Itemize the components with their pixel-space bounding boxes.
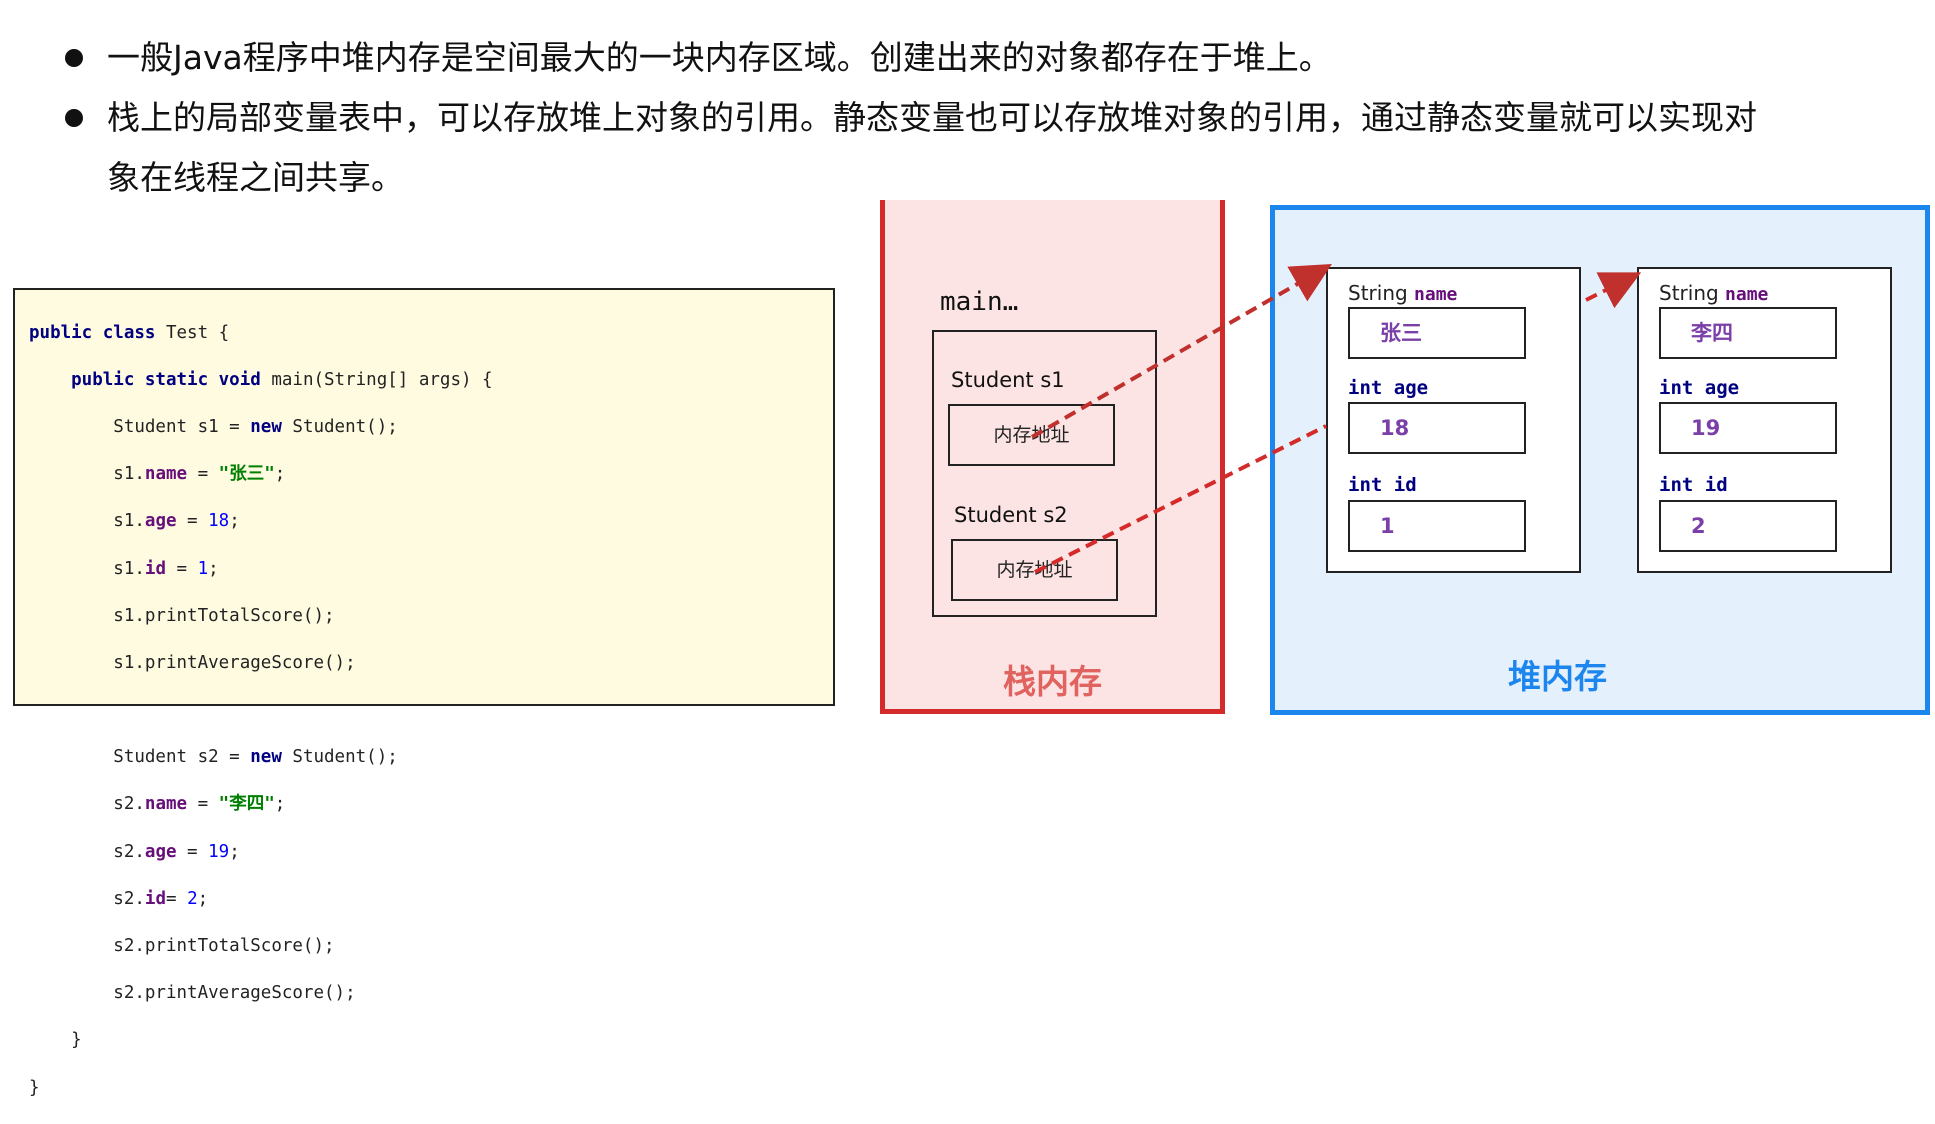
stack-frame-label: main… xyxy=(940,287,1019,317)
field-label-age: int age xyxy=(1659,377,1740,399)
field-value-id: 1 xyxy=(1348,500,1526,552)
bullet-item: 栈上的局部变量表中，可以存放堆上对象的引用。静态变量也可以存放堆对象的引用，通过… xyxy=(55,88,1767,208)
heap-memory-title: 堆内存 xyxy=(1508,657,1607,696)
code-line: s1.age = 18; xyxy=(29,511,240,532)
field-value-name: 李四 xyxy=(1659,307,1837,359)
code-line: s2.printTotalScore(); xyxy=(29,936,335,957)
code-line: s1.id = 1; xyxy=(29,558,219,579)
heap-object-s2: String name 李四 int age 19 int id 2 xyxy=(1637,267,1892,573)
code-line: s2.name = "李四"; xyxy=(29,794,286,815)
bullet-dot-icon xyxy=(65,109,83,127)
field-value-name: 张三 xyxy=(1348,307,1526,359)
code-line: } xyxy=(29,1077,40,1098)
code-line: public class Test { xyxy=(29,322,230,343)
code-panel: public class Test { public static void m… xyxy=(13,288,835,1098)
arrow-s1-to-object xyxy=(1031,264,1332,439)
code-line: s1.printAverageScore(); xyxy=(29,652,356,673)
reference-arrows xyxy=(1031,264,1642,574)
arrow-object-to-object xyxy=(1585,272,1642,309)
code-line: } xyxy=(29,1030,82,1051)
field-value-age: 19 xyxy=(1659,402,1837,454)
code-line: s1.printTotalScore(); xyxy=(29,605,335,626)
code-line: s2.printAverageScore(); xyxy=(29,983,356,1004)
bullet-dot-icon xyxy=(65,49,83,67)
field-label-id: int id xyxy=(1348,474,1417,496)
code-line: s2.id= 2; xyxy=(29,888,209,909)
code-line: Student s1 = new Student(); xyxy=(29,416,398,437)
bullet-text: 栈上的局部变量表中，可以存放堆上对象的引用。静态变量也可以存放堆对象的引用，通过… xyxy=(107,98,1757,197)
field-value-age: 18 xyxy=(1348,402,1526,454)
description-bullets: 一般Java程序中堆内存是空间最大的一块内存区域。创建出来的对象都存在于堆上。 … xyxy=(55,28,1855,208)
field-value-id: 2 xyxy=(1659,500,1837,552)
stack-var-s2-label: Student s2 xyxy=(954,503,1068,527)
stack-memory-title: 栈内存 xyxy=(1003,662,1102,701)
field-label-name: String name xyxy=(1348,281,1458,305)
code-line: s2.age = 19; xyxy=(29,841,240,862)
bullet-item: 一般Java程序中堆内存是空间最大的一块内存区域。创建出来的对象都存在于堆上。 xyxy=(55,28,1855,88)
code-line: s1.name = "张三"; xyxy=(29,464,286,485)
field-label-age: int age xyxy=(1348,377,1429,399)
field-label-id: int id xyxy=(1659,474,1728,496)
heap-object-s1: String name 张三 int age 18 int id 1 xyxy=(1326,267,1581,573)
stack-var-s1-label: Student s1 xyxy=(951,368,1065,392)
bullet-text: 一般Java程序中堆内存是空间最大的一块内存区域。创建出来的对象都存在于堆上。 xyxy=(107,38,1332,77)
code-line: Student s2 = new Student(); xyxy=(29,747,398,768)
arrow-s2-to-object xyxy=(1034,424,1327,574)
field-label-name: String name xyxy=(1659,281,1769,305)
stack-var-s2-value: 内存地址 xyxy=(951,539,1118,601)
code-line: public static void main(String[] args) { xyxy=(29,369,493,390)
